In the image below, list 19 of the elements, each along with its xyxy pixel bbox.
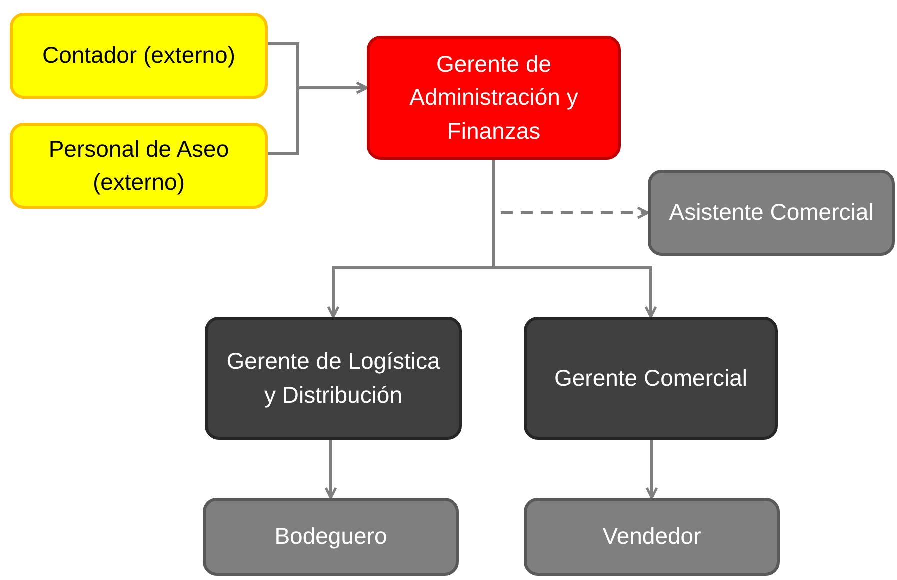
role-box — [648, 170, 895, 256]
role-title: Vendedor — [602, 522, 702, 552]
role-title: Gerente Comercial — [554, 364, 748, 393]
connector-arrow — [268, 82, 368, 156]
role-title: Contador (externo) — [42, 41, 236, 70]
role-title: Asistente Comercial — [669, 198, 874, 228]
role-box — [367, 36, 621, 160]
role-title: Gerente de Logística y Distribución — [226, 347, 442, 410]
role-title: Bodeguero — [274, 522, 388, 552]
role-title: Personal de Aseo (externo) — [48, 134, 230, 197]
role-box — [524, 317, 778, 440]
connector-arrow — [646, 440, 658, 500]
role-box — [524, 498, 780, 576]
role-box — [10, 13, 268, 99]
role-box — [205, 317, 462, 440]
role-box — [10, 123, 268, 209]
role-box — [203, 498, 459, 576]
connector-arrow — [324, 440, 338, 500]
role-title: Gerente de Administración y Finanzas — [408, 50, 580, 146]
